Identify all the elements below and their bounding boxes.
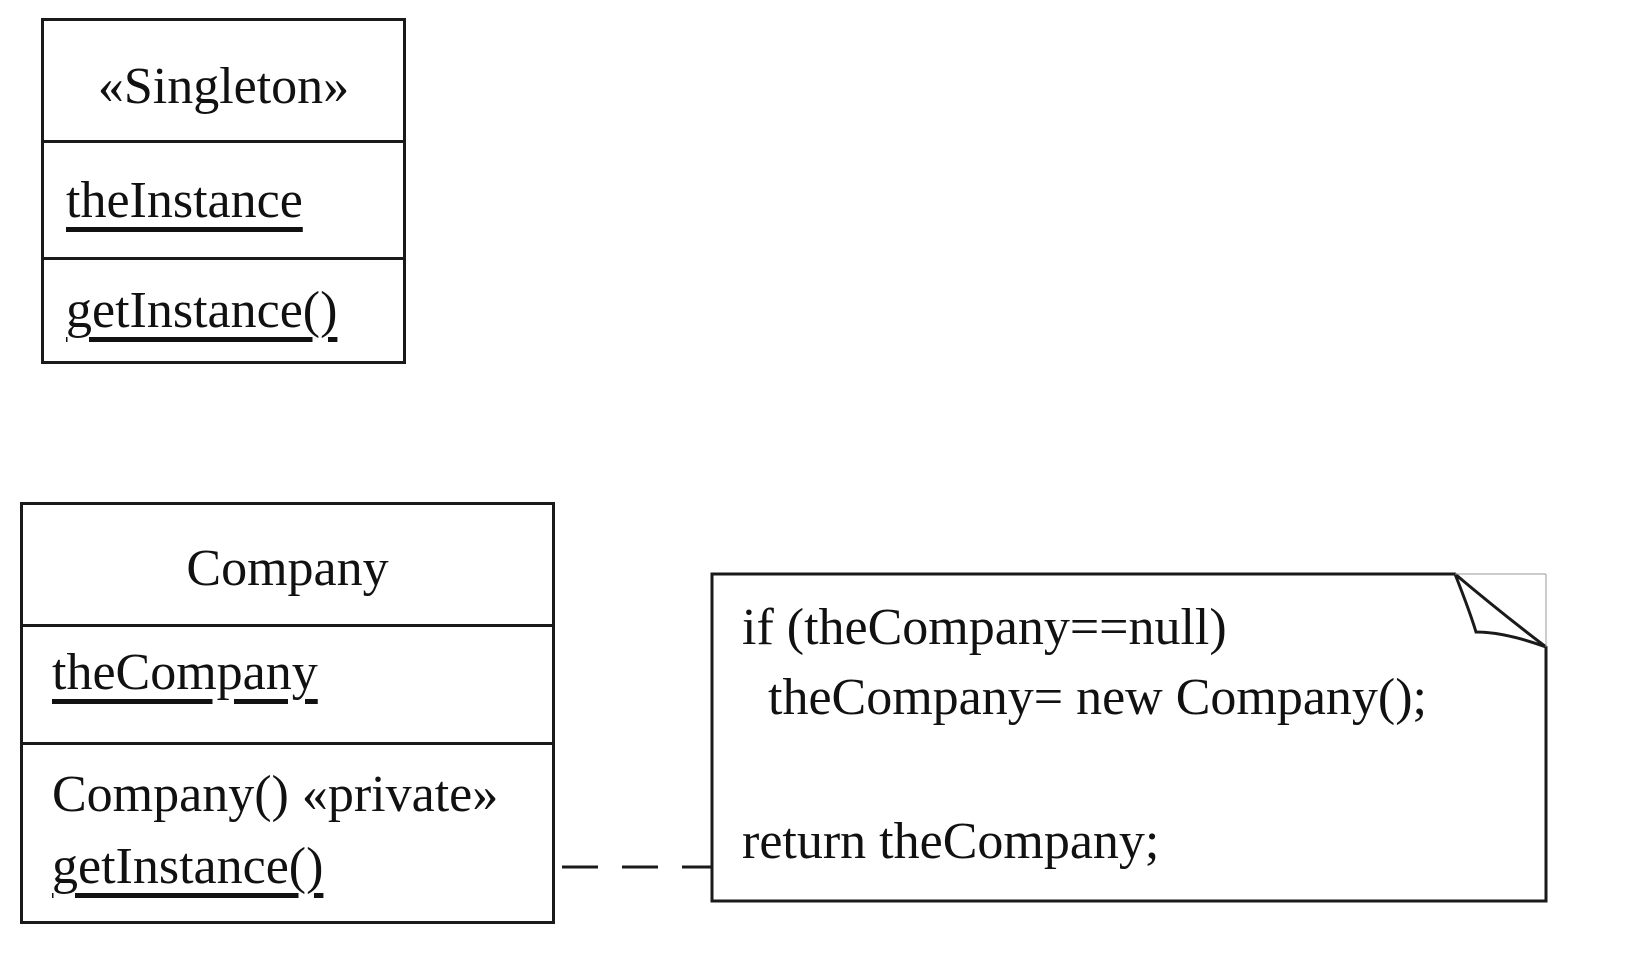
singleton-class-box[interactable]: «Singleton» theInstance getInstance() — [41, 18, 406, 364]
class-name: «Singleton» — [97, 58, 350, 115]
attribute-the-instance: theInstance — [66, 172, 303, 229]
operation-company-constructor: Company() «private» — [52, 766, 499, 823]
operation-compartment: getInstance() — [44, 257, 403, 364]
class-name: Company — [186, 540, 389, 597]
note-line: theCompany= new Company(); — [768, 669, 1427, 726]
operation-get-instance: getInstance() — [66, 282, 338, 339]
attribute-compartment: theCompany — [23, 624, 552, 742]
note-line: if (theCompany==null) — [742, 599, 1227, 656]
note-box — [710, 572, 1548, 903]
note-line: return theCompany; — [742, 813, 1160, 870]
class-name-compartment: «Singleton» — [44, 21, 403, 140]
class-name-compartment: Company — [23, 505, 552, 624]
operation-get-instance: getInstance() — [52, 838, 324, 895]
note-outline — [710, 572, 1548, 903]
operation-compartment: Company() «private» getInstance() — [23, 742, 552, 927]
attribute-compartment: theInstance — [44, 140, 403, 257]
attribute-the-company: theCompany — [52, 644, 318, 701]
note-folded-corner — [1453, 573, 1547, 649]
company-class-box[interactable]: Company theCompany Company() «private» g… — [20, 502, 555, 924]
